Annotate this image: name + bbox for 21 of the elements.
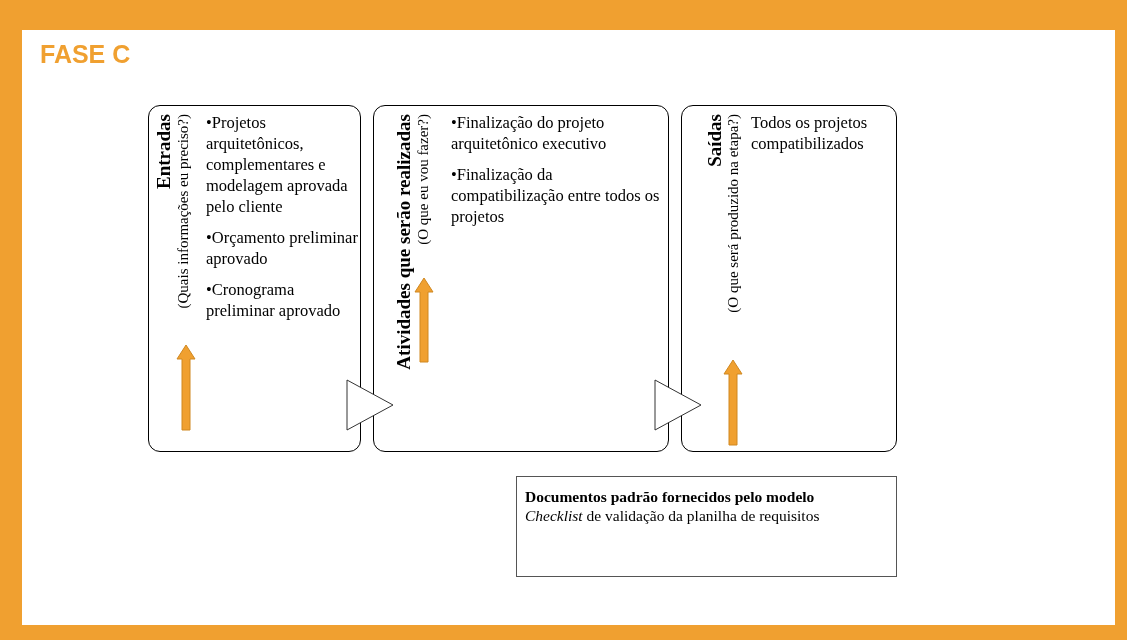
chevron-arrow: [654, 379, 702, 431]
stage-item: •Cronograma preliminar aprovado: [206, 279, 342, 321]
document-heading: Documentos padrão fornecidos pelo modelo: [525, 487, 816, 506]
stage-heading: Atividades que serão realizadas: [393, 114, 415, 370]
stage-heading: Entradas: [153, 114, 175, 189]
stage-item: •Projetos arquitetônicos, complementares e modelagem aprovada pelo cliente: [206, 112, 349, 217]
stage-question: (O que será produzido na etapa?): [725, 114, 742, 313]
stage-box: [681, 105, 897, 452]
stage-box: [148, 105, 361, 452]
stage-item: •Finalização do projeto arquitetônico executivo: [451, 112, 608, 154]
stage-item: •Orçamento preliminar aprovado: [206, 227, 358, 269]
stage-question: (Quais informações eu preciso?): [175, 114, 192, 309]
stage-item: Todos os projetos compatibilizados: [751, 112, 869, 154]
chevron-arrow: [346, 379, 394, 431]
document-item: Checklist de validação da planilha de requisitos: [525, 506, 821, 525]
stage-box: [373, 105, 669, 452]
stage-question: (O que eu vou fazer?): [415, 114, 432, 245]
document-box: [516, 476, 897, 577]
stage-heading: Saídas: [704, 114, 726, 167]
page-title: FASE C: [40, 40, 131, 69]
stage-item: •Finalização da compatibilização entre todos os projetos: [451, 164, 661, 227]
